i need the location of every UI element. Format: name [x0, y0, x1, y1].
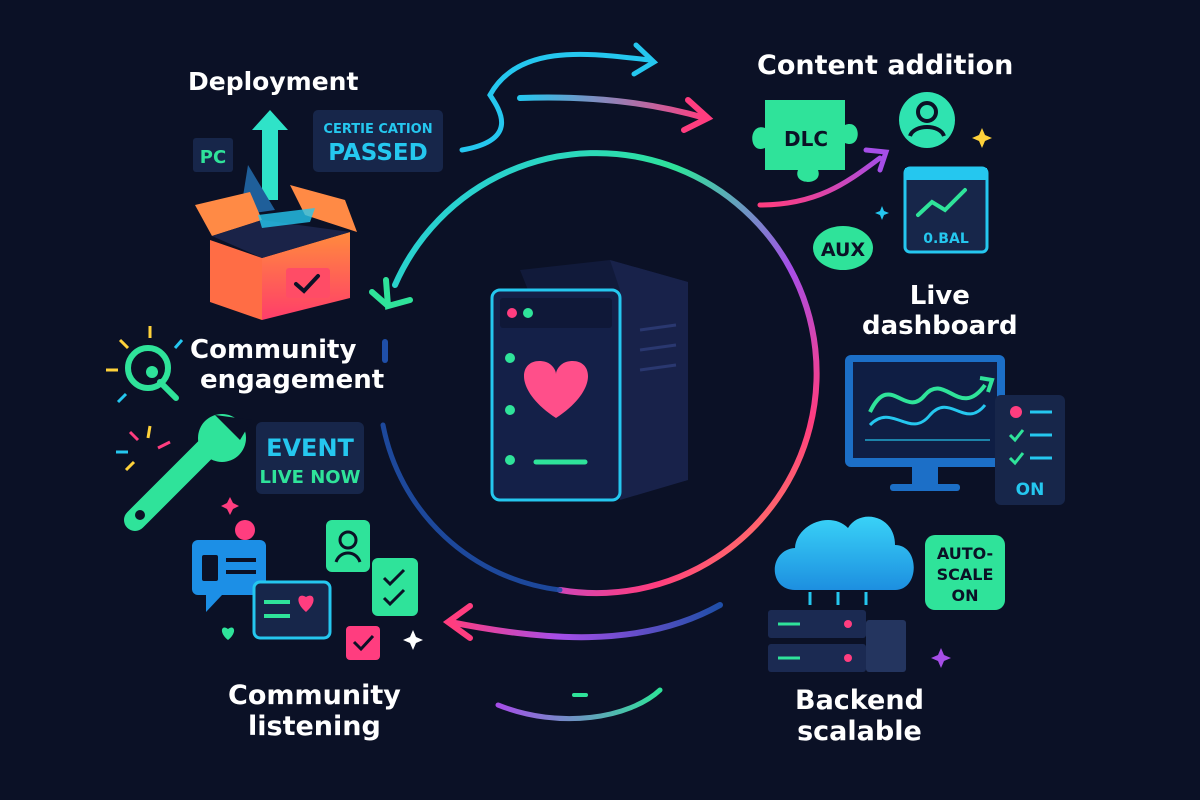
firework-icon: [116, 425, 171, 472]
magnifier-icon: [106, 326, 184, 404]
dlc-label: DLC: [784, 127, 828, 151]
stats-window-icon: 0.BAL: [903, 166, 989, 254]
heart-check-icon: [346, 626, 380, 660]
checklist-icon: ON: [995, 395, 1065, 505]
live-dashboard-cluster: ON: [845, 355, 1065, 505]
monitor-chart-icon: [845, 355, 1005, 491]
stage-content-addition-text: Content addition: [757, 50, 1014, 81]
dlc-arrow: [757, 155, 883, 208]
heart-icon: [298, 595, 314, 612]
stage-community-engagement-label: Community engagement: [190, 335, 385, 396]
aux-label: AUX: [821, 239, 866, 261]
check-card-icon: [372, 558, 418, 616]
gbal-label: 0.BAL: [923, 231, 969, 247]
autoscale-line3: ON: [952, 586, 979, 605]
backend-cluster: AUTO- SCALE ON: [768, 516, 1005, 672]
heart-icon: [221, 627, 235, 640]
aux-bubble: AUX: [813, 226, 873, 270]
stage-community-engagement-line1: Community: [190, 335, 357, 365]
stage-community-listening-label: Community listening: [228, 680, 401, 742]
deployment-cluster: PC CERTIE CATION PASSED: [193, 110, 443, 320]
cloud-connector-lines: [808, 592, 868, 605]
certification-badge: CERTIE CATION PASSED: [313, 110, 443, 172]
sparkle-icon: [972, 128, 992, 148]
community-listening-cluster: [192, 520, 423, 660]
certification-line2: PASSED: [328, 140, 427, 166]
stage-backend-line2: scalable: [797, 716, 922, 748]
autoscale-line1: AUTO-: [937, 544, 993, 563]
on-label: ON: [1016, 480, 1045, 500]
autoscale-line2: SCALE: [937, 565, 994, 584]
pc-badge-label: PC: [200, 147, 226, 168]
cloud-icon: [774, 516, 914, 590]
wrench-icon: [124, 414, 252, 531]
stage-content-addition-label: Content addition: [757, 50, 1013, 81]
chat-bubbles-icon: [192, 520, 332, 640]
stage-live-dashboard-label: Live dashboard: [862, 281, 1018, 342]
community-engagement-cluster: EVENT LIVE NOW: [106, 326, 388, 531]
stage-community-listening-line2: listening: [248, 711, 381, 743]
sparkle-icon: [875, 206, 889, 220]
pc-badge: PC: [193, 138, 233, 172]
server-rack-icon: [768, 610, 906, 672]
stage-deployment-text: Deployment: [188, 67, 359, 96]
top-cycle-arrows: [459, 42, 714, 153]
sparkle-icon: [403, 630, 423, 650]
puzzle-dlc-icon: DLC: [752, 100, 858, 182]
event-line2: LIVE NOW: [260, 467, 361, 488]
stage-deployment-label: Deployment: [188, 67, 359, 97]
sparkle-icon: [221, 497, 239, 515]
server-heart-icon: [490, 260, 688, 502]
user-icon: [899, 92, 955, 148]
bottom-cycle-arrows: [442, 602, 723, 722]
event-badge: EVENT LIVE NOW: [256, 422, 364, 494]
open-box-icon: [195, 185, 357, 320]
sparkle-icon: [931, 648, 951, 668]
stage-backend-line1: Backend: [795, 685, 924, 716]
stage-backend-label: Backend scalable: [795, 685, 924, 747]
stage-live-dashboard-line2: dashboard: [862, 310, 1018, 341]
stage-community-engagement-line2: engagement: [200, 364, 385, 395]
stage-live-dashboard-line1: Live: [909, 281, 970, 311]
avatar-card-icon: [326, 520, 370, 572]
central-cycle-ring: [369, 150, 820, 597]
event-line1: EVENT: [266, 434, 354, 462]
autoscale-badge: AUTO- SCALE ON: [925, 535, 1005, 610]
content-addition-cluster: DLC AUX 0.BAL: [752, 92, 992, 270]
stage-community-listening-line1: Community: [228, 680, 401, 711]
certification-line1: CERTIE CATION: [323, 122, 432, 137]
